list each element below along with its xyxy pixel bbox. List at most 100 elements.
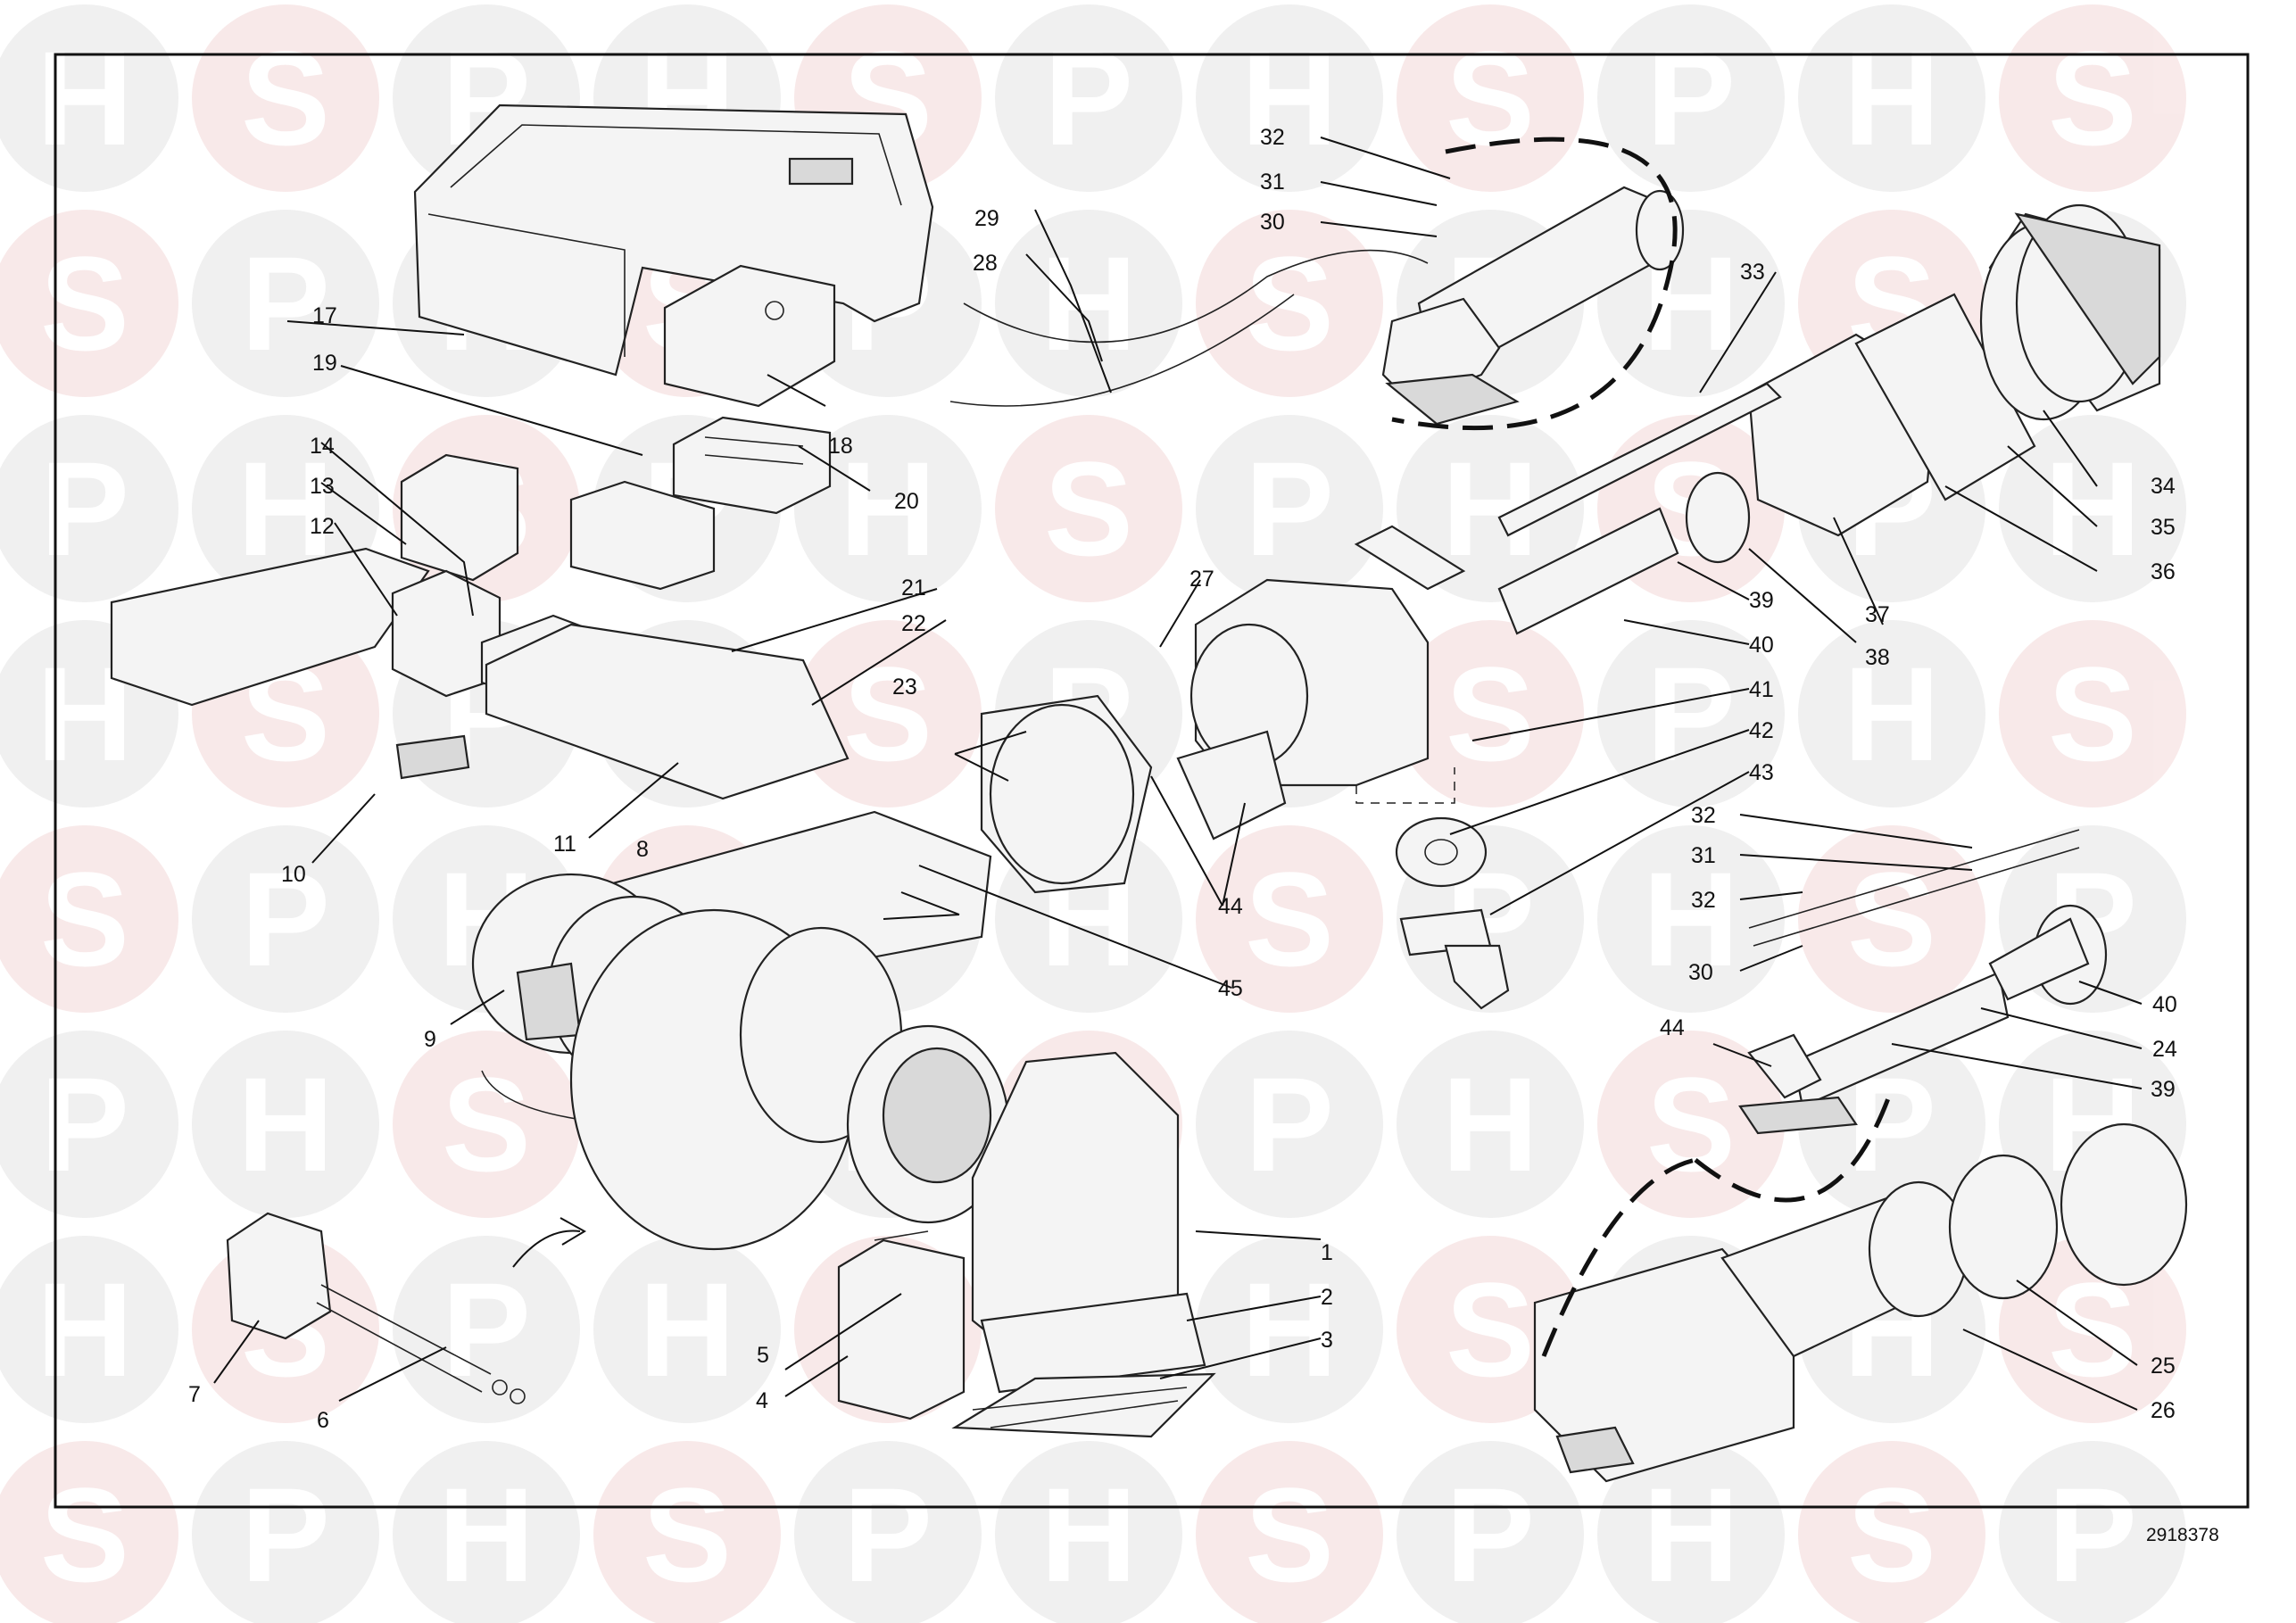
callout-6: 6 [317,1408,329,1433]
callout-9: 9 [424,1027,436,1052]
watermark-letter: P [1245,434,1334,584]
callout-32c: 32 [1691,888,1716,913]
oil-pump [226,1212,526,1404]
relay-box [400,453,716,591]
callout-12: 12 [310,514,335,539]
watermark-circle [1798,1441,1985,1623]
callout-31b: 31 [1691,843,1716,868]
callout-19: 19 [312,351,337,376]
watermark-letter: S [40,1460,129,1610]
callout-40a: 40 [1749,633,1774,658]
callout-26: 26 [2151,1398,2176,1423]
watermark-circle [393,1031,580,1218]
watermark-circle [995,1441,1182,1623]
watermark-letter: P [843,1460,932,1610]
watermark-circle [1798,620,1985,807]
callout-42: 42 [1749,718,1774,743]
callout-2: 2 [1321,1285,1333,1310]
watermark-letter: H [37,1255,133,1404]
rotation-arrow [512,1217,586,1268]
callout-5: 5 [757,1343,769,1368]
blast-tube-assembly [1354,203,2161,635]
watermark-letter: H [438,1460,535,1610]
watermark-circle [1397,415,1584,602]
watermark-circle [0,1236,178,1423]
watermark-letter: P [40,434,129,584]
watermark-circle [1196,1441,1383,1623]
terminal-block [672,416,832,515]
callout-18: 18 [828,434,853,459]
watermark-letter: P [40,1049,129,1199]
watermark-letter: P [241,1460,330,1610]
watermark-circle [0,4,178,192]
watermark-circle [0,1441,178,1623]
callout-22: 22 [901,611,926,636]
watermark-circle [1999,620,2186,807]
watermark-circle [1999,415,2186,602]
callout-32a: 32 [1260,125,1285,150]
watermark-letter: S [1646,1049,1736,1199]
callout-36: 36 [2151,559,2176,584]
callout-38: 38 [1865,645,1890,670]
watermark-circle [995,210,1182,397]
watermark-circle [1397,4,1584,192]
watermark-circle [192,210,379,397]
callout-32b: 32 [1691,803,1716,828]
watermark-letter: H [639,1255,735,1404]
watermark-letter: H [1442,1049,1538,1199]
watermark-letter: S [442,1049,531,1199]
callout-27: 27 [1189,567,1214,592]
callout-37: 37 [1865,602,1890,627]
callout-40b: 40 [2152,992,2177,1017]
watermark-letter: H [37,23,133,173]
watermark-letter: P [1044,23,1133,173]
watermark-circle [0,415,178,602]
watermark-circle [1196,1031,1383,1218]
watermark-letter: H [1844,639,1940,789]
watermark-letter: S [1245,1460,1334,1610]
control-box-cover [663,264,836,408]
flange-gasket [1355,767,1510,1010]
watermark-letter: H [1040,1460,1137,1610]
watermark-circle [0,825,178,1013]
callout-44a: 44 [1218,894,1243,919]
callout-3: 3 [1321,1328,1333,1353]
watermark-circle [1597,620,1785,807]
callout-14: 14 [310,434,335,459]
callout-25: 25 [2151,1354,2176,1379]
watermark-letter: H [237,1049,334,1199]
watermark-circle [0,1031,178,1218]
watermark-letter: H [1241,1255,1338,1404]
callout-30a: 30 [1260,210,1285,235]
watermark-letter: S [241,23,330,173]
watermark-circle [1196,4,1383,192]
watermark-letter: S [1044,434,1133,584]
watermark-circle [192,1031,379,1218]
watermark-letter: H [2044,434,2141,584]
watermark-circle [1597,1031,1785,1218]
watermark-circle [1597,825,1785,1013]
callout-21: 21 [901,576,926,600]
watermark-circle [192,1441,379,1623]
callout-39a: 39 [1749,588,1774,613]
watermark-letter: P [2048,1460,2137,1610]
watermark-letter: S [1446,1255,1535,1404]
callout-35: 35 [2151,515,2176,540]
watermark-circle [593,1236,781,1423]
watermark-circle [1397,1441,1584,1623]
callout-7: 7 [188,1382,201,1407]
watermark-circle [593,1441,781,1623]
document-number: 2918378 [2146,1525,2219,1545]
watermark-letter: S [1245,844,1334,994]
watermark-circle [1196,210,1383,397]
callout-10: 10 [281,862,306,887]
watermark-circle [1397,1031,1584,1218]
watermark-letter: S [642,1460,732,1610]
watermark-letter: P [1646,23,1736,173]
watermark-letter: S [1446,639,1535,789]
watermark-letter: H [840,434,936,584]
watermark-letter: S [2048,23,2137,173]
callout-30b: 30 [1688,960,1713,985]
burner-housing [980,578,1430,894]
callout-labels: 1 2 3 4 5 6 7 8 9 10 11 12 13 14 17 18 1… [188,125,2177,1433]
